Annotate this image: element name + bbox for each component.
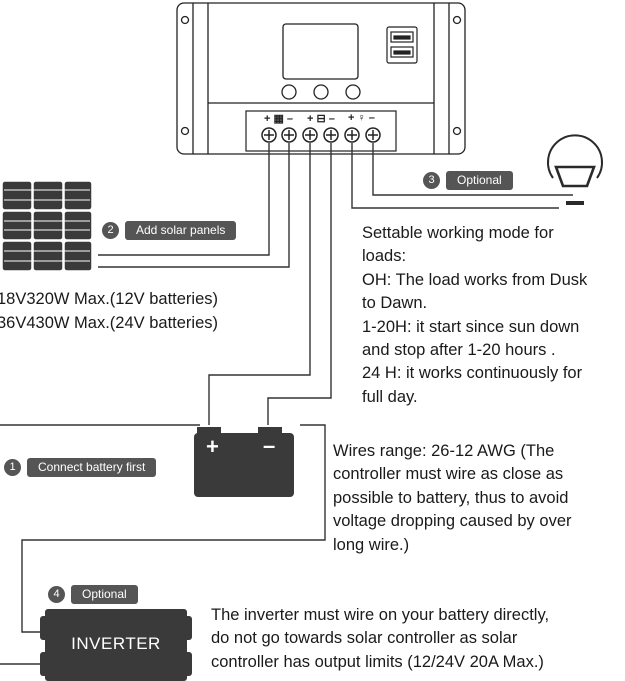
step-label: Connect battery first [27, 458, 157, 477]
terminal-block [245, 110, 397, 152]
usb-port-icon [386, 26, 418, 64]
battery-minus-symbol: – [263, 433, 276, 458]
control-buttons [281, 84, 361, 100]
inverter-note: The inverter must wire on your battery d… [211, 606, 550, 671]
solar-panel-icon [1, 180, 93, 272]
step-label: Add solar panels [125, 221, 237, 240]
step-number: 3 [423, 172, 440, 189]
solar-controller [176, 2, 466, 155]
battery-icon [194, 427, 294, 497]
panel-spec-12v: 18V320W Max.(12V batteries) [0, 290, 219, 308]
load-mode-notes: Settable working mode for loads: OH: The… [362, 224, 588, 406]
step-4-badge: 4 Optional [48, 585, 138, 604]
step-3-badge: 3 Optional [423, 171, 513, 190]
load-terminal-symbol: + ♀ – [348, 112, 375, 124]
step-2-badge: 2 Add solar panels [102, 221, 237, 240]
lamp-icon [547, 134, 603, 205]
wires [0, 143, 573, 665]
step-number: 2 [102, 222, 119, 239]
battery-plus-symbol: + [206, 434, 219, 459]
wires-range-note: Wires range: 26-12 AWG (The controller m… [333, 442, 572, 554]
battery-terminal-symbol: + ⊟ – [307, 113, 335, 125]
step-number: 4 [48, 586, 65, 603]
terminal-screws [261, 127, 381, 143]
lcd-screen [282, 23, 359, 80]
step-label: Optional [71, 585, 138, 604]
inverter-box [40, 609, 192, 681]
inverter-label: INVERTER [71, 634, 161, 653]
step-1-badge: 1 Connect battery first [4, 458, 157, 477]
step-label: Optional [446, 171, 513, 190]
step-number: 1 [4, 459, 21, 476]
solar-terminal-symbol: + ▦ – [264, 113, 294, 125]
panel-spec-24v: 36V430W Max.(24V batteries) [0, 314, 219, 332]
